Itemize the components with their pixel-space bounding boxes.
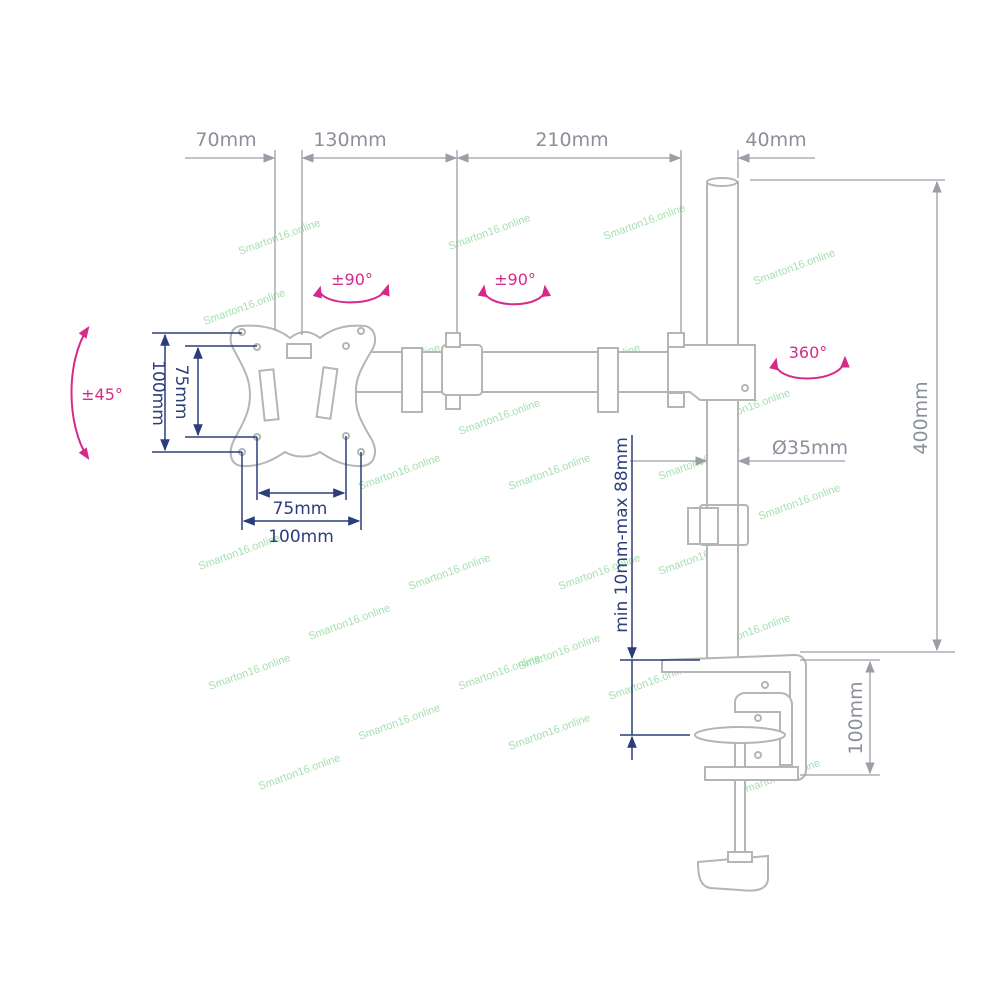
watermark-text: Smarton16.online bbox=[307, 602, 392, 643]
pole bbox=[687, 177, 749, 661]
desk-clamp bbox=[661, 653, 807, 892]
gray-dimension-lines bbox=[185, 150, 955, 776]
watermark-text: Smarton16.online bbox=[507, 452, 592, 493]
watermark-text: Smarton16.online bbox=[752, 247, 837, 288]
rotation-arrows bbox=[70, 283, 850, 460]
dim-vesa-h-75mm: 75mm bbox=[273, 499, 328, 519]
dim-130mm: 130mm bbox=[313, 129, 386, 151]
watermark-text: Smarton16.online bbox=[257, 752, 342, 793]
watermark-text: Smarton16.online bbox=[237, 217, 322, 258]
arm bbox=[354, 332, 756, 413]
watermark-text: Smarton16.online bbox=[407, 552, 492, 593]
navy-dimension-lines bbox=[152, 332, 700, 760]
rotation-pole: 360° bbox=[789, 343, 828, 362]
dim-210mm: 210mm bbox=[535, 129, 608, 151]
dim-70mm: 70mm bbox=[195, 129, 256, 151]
watermark-text: Smarton16.online bbox=[457, 652, 542, 693]
watermark-text: Smarton16.online bbox=[507, 712, 592, 753]
dim-40mm: 40mm bbox=[745, 129, 806, 151]
watermark-text: Smarton16.online bbox=[602, 202, 687, 243]
watermark-text: Smarton16.online bbox=[357, 702, 442, 743]
rotation-arm-swivel: ±90° bbox=[494, 270, 536, 289]
dim-400mm: 400mm bbox=[910, 381, 932, 454]
dim-desk-thickness: min 10mm-max 88mm bbox=[612, 437, 632, 633]
watermark-text: Smarton16.online bbox=[457, 397, 542, 438]
dim-vesa-v-100mm: 100mm bbox=[148, 360, 168, 426]
watermark-text: Smarton16.online bbox=[447, 212, 532, 253]
dim-clamp-100mm: 100mm bbox=[845, 681, 867, 754]
watermark-text: Smarton16.online bbox=[757, 482, 842, 523]
watermark-text: Smarton16.online bbox=[207, 652, 292, 693]
dim-pole-diameter: Ø35mm bbox=[772, 437, 848, 459]
rotation-plate-swivel: ±90° bbox=[331, 270, 373, 289]
dim-vesa-v-75mm: 75mm bbox=[171, 365, 191, 420]
rotation-tilt: ±45° bbox=[81, 385, 123, 404]
dim-vesa-h-100mm: 100mm bbox=[268, 527, 334, 547]
watermark-text: Smarton16.online bbox=[202, 287, 287, 328]
